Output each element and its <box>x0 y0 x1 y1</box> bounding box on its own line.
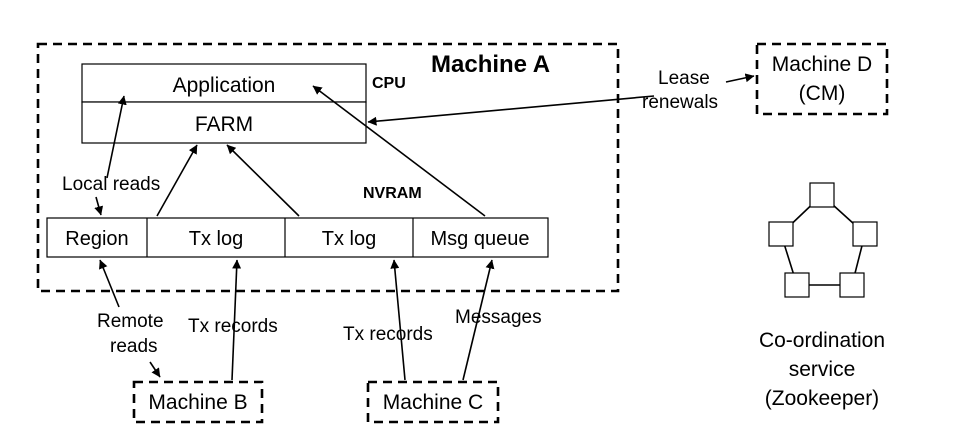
nvram-row-frame <box>46 217 549 258</box>
machine-b-box <box>132 380 264 424</box>
machine-d-role: (CM) <box>799 82 846 105</box>
machine-d-label: Machine D <box>772 53 872 76</box>
remote-reads-arrow <box>99 259 120 308</box>
txlog-b-to-farm-arrow <box>156 144 198 217</box>
local-reads-arrow-up <box>106 95 127 179</box>
tx-records-c-label: Tx records <box>343 324 433 345</box>
cpu-label: CPU <box>372 75 406 92</box>
remote-reads-label-line1: Remote <box>97 311 164 332</box>
farm-box <box>81 101 367 144</box>
messages-label: Messages <box>455 307 542 328</box>
farm-label: FARM <box>195 113 253 136</box>
machine-c-label: Machine C <box>383 391 483 414</box>
local-reads-arrow-down <box>94 196 104 216</box>
lease-to-machine-d-arrow <box>725 73 755 83</box>
remote-reads-to-machine-b-arrow <box>149 361 161 378</box>
machine-a-title: Machine A <box>431 51 550 78</box>
machine-d-box <box>755 42 889 116</box>
local-reads-label: Local reads <box>62 174 160 195</box>
lease-to-farm-arrow <box>367 95 655 126</box>
remote-reads-label-line2: reads <box>110 336 158 357</box>
tx-records-c-arrow <box>390 259 406 381</box>
application-label: Application <box>173 74 276 97</box>
nvram-label: NVRAM <box>363 185 422 202</box>
tx-log-cell-c: Tx log <box>322 228 376 250</box>
messages-arrow <box>462 259 495 381</box>
coordination-label-line3: (Zookeeper) <box>765 387 879 410</box>
machine-a-boundary <box>36 42 620 293</box>
lease-label-line1: Lease <box>658 68 710 89</box>
machine-c-box <box>366 380 500 424</box>
coordination-label-line1: Co-ordination <box>759 329 885 352</box>
machine-b-label: Machine B <box>148 391 247 414</box>
tx-records-b-label: Tx records <box>188 316 278 337</box>
msgqueue-to-application-arrow <box>312 85 486 217</box>
coordination-ring-icon <box>768 182 878 298</box>
nvram-memory-row: Region Tx log Tx log Msg queue <box>46 217 549 258</box>
cpu-stack: Application FARM <box>81 63 367 144</box>
txlog-c-to-farm-arrow <box>226 144 300 217</box>
region-cell: Region <box>65 228 128 250</box>
tx-records-b-arrow <box>231 259 242 381</box>
lease-label-line2: renewals <box>642 92 718 113</box>
coordination-label-line2: service <box>789 358 856 381</box>
msg-queue-cell: Msg queue <box>431 228 530 250</box>
tx-log-cell-b: Tx log <box>189 228 243 250</box>
